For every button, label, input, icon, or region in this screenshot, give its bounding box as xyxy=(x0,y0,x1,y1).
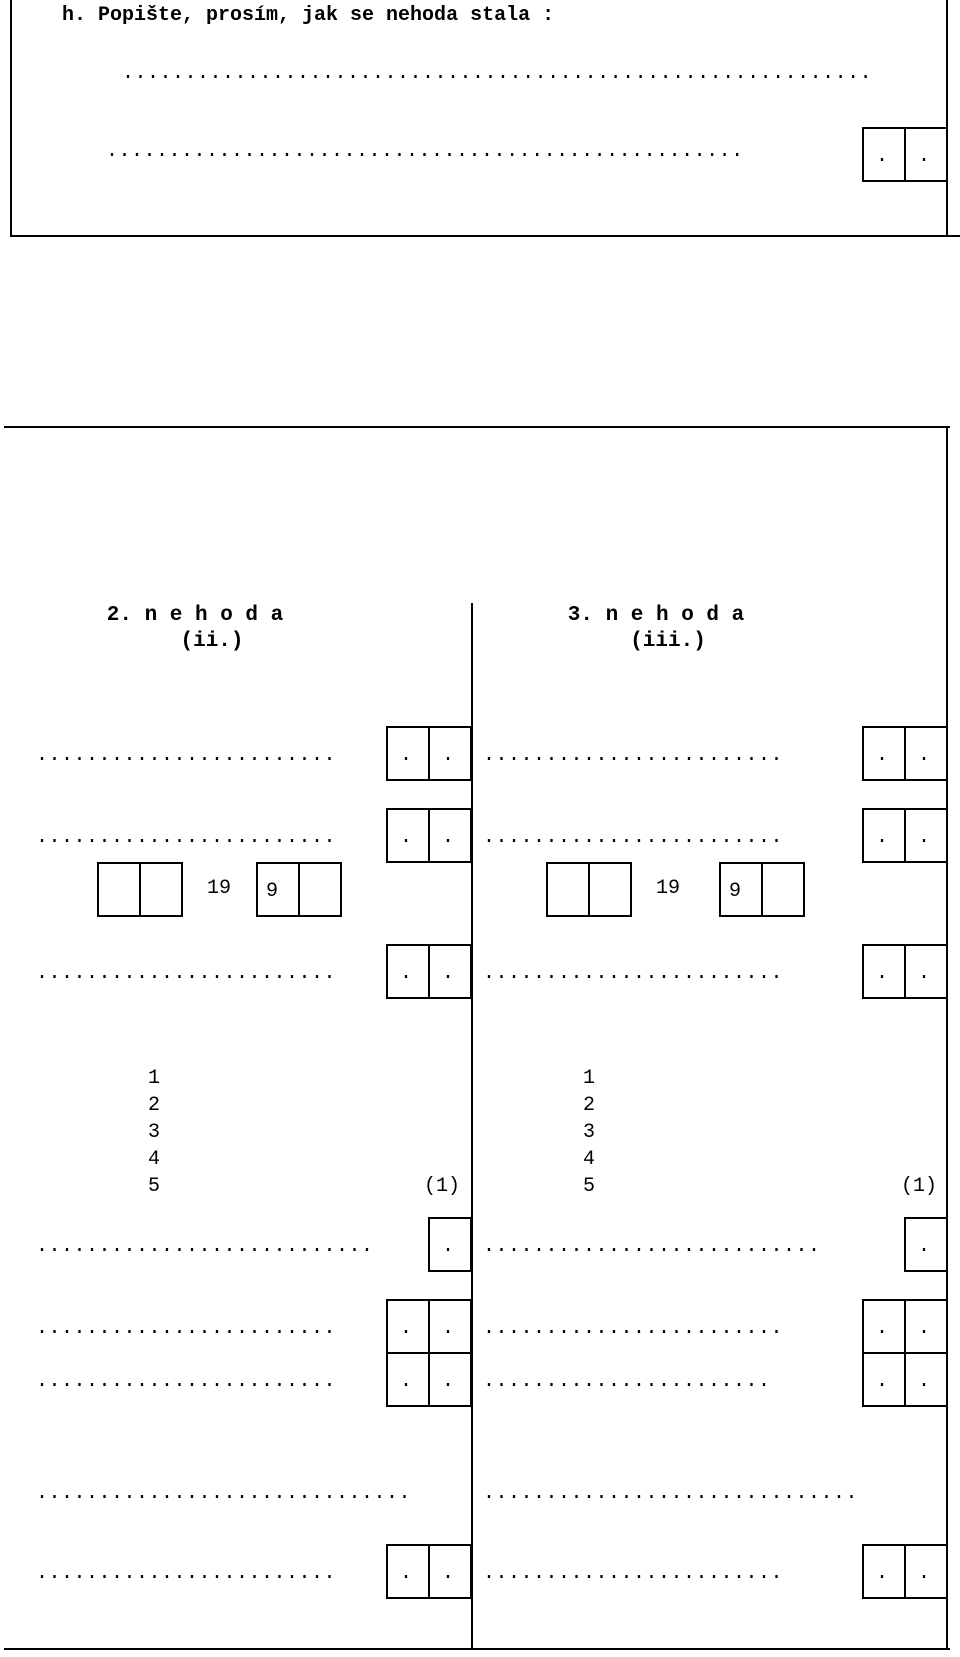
right-field-3[interactable]: ........................ xyxy=(483,962,784,985)
left-note: (1) xyxy=(424,1175,461,1198)
right-field-6-box-a[interactable]: . xyxy=(862,1352,906,1407)
left-field-1-box-a[interactable]: . xyxy=(386,726,430,781)
left-field-1-box-b[interactable]: . xyxy=(428,726,472,781)
section-h-right-border xyxy=(946,0,948,237)
right-column-title: 3. n e h o d a xyxy=(567,604,745,627)
right-note: (1) xyxy=(901,1175,938,1198)
left-field-5-box-b[interactable]: . xyxy=(428,1299,472,1354)
left-field-4[interactable]: ........................... xyxy=(36,1235,374,1258)
left-year-box-1[interactable]: 9 xyxy=(256,862,300,917)
lower-frame-right xyxy=(946,426,948,1650)
left-field-3-box-b[interactable]: . xyxy=(428,944,472,999)
right-option-3: 3 xyxy=(583,1121,596,1144)
left-day-box-1[interactable] xyxy=(97,862,141,917)
right-field-3-box-b[interactable]: . xyxy=(904,944,948,999)
left-field-2-box-b[interactable]: . xyxy=(428,808,472,863)
right-field-8-box-b[interactable]: . xyxy=(904,1544,948,1599)
right-field-2[interactable]: ........................ xyxy=(483,826,784,849)
left-year-prefix: 19 xyxy=(207,877,232,900)
right-day-box-1[interactable] xyxy=(546,862,590,917)
left-option-1: 1 xyxy=(148,1067,161,1090)
right-field-8-box-a[interactable]: . xyxy=(862,1544,906,1599)
right-field-2-box-b[interactable]: . xyxy=(904,808,948,863)
left-option-2: 2 xyxy=(148,1094,161,1117)
answer-line-2[interactable]: ........................................… xyxy=(106,140,744,163)
right-field-1[interactable]: ........................ xyxy=(483,744,784,767)
lower-frame-top xyxy=(4,426,950,428)
left-field-6-box-b[interactable]: . xyxy=(428,1352,472,1407)
left-field-2-box-a[interactable]: . xyxy=(386,808,430,863)
section-h-bottom-border xyxy=(10,235,960,237)
left-field-5-box-a[interactable]: . xyxy=(386,1299,430,1354)
left-field-4-box[interactable]: . xyxy=(428,1217,472,1272)
left-field-6-box-a[interactable]: . xyxy=(386,1352,430,1407)
right-option-1: 1 xyxy=(583,1067,596,1090)
right-field-4-box[interactable]: . xyxy=(904,1217,948,1272)
code-box-h-1[interactable]: . xyxy=(862,127,906,182)
right-field-5[interactable]: ........................ xyxy=(483,1317,784,1340)
right-day-box-2[interactable] xyxy=(588,862,632,917)
left-field-2[interactable]: ........................ xyxy=(36,826,337,849)
left-field-5[interactable]: ........................ xyxy=(36,1317,337,1340)
left-year-box-2[interactable] xyxy=(298,862,342,917)
section-h-left-border xyxy=(10,0,12,237)
left-option-4: 4 xyxy=(148,1148,161,1171)
right-option-4: 4 xyxy=(583,1148,596,1171)
column-divider xyxy=(471,603,473,1648)
left-column-subtitle: (ii.) xyxy=(180,630,244,653)
lower-frame-bottom xyxy=(4,1648,950,1650)
answer-line-1[interactable]: ........................................… xyxy=(122,62,873,85)
right-year-box-1[interactable]: 9 xyxy=(719,862,763,917)
right-field-5-box-a[interactable]: . xyxy=(862,1299,906,1354)
right-field-3-box-a[interactable]: . xyxy=(862,944,906,999)
right-field-5-box-b[interactable]: . xyxy=(904,1299,948,1354)
right-column-subtitle: (iii.) xyxy=(630,630,706,653)
left-field-8[interactable]: ........................ xyxy=(36,1562,337,1585)
left-field-3[interactable]: ........................ xyxy=(36,962,337,985)
right-field-6-box-b[interactable]: . xyxy=(904,1352,948,1407)
left-field-8-box-b[interactable]: . xyxy=(428,1544,472,1599)
left-column-title: 2. n e h o d a xyxy=(106,604,284,627)
left-field-1[interactable]: ........................ xyxy=(36,744,337,767)
left-field-3-box-a[interactable]: . xyxy=(386,944,430,999)
right-field-8[interactable]: ........................ xyxy=(483,1562,784,1585)
right-option-2: 2 xyxy=(583,1094,596,1117)
left-field-8-box-a[interactable]: . xyxy=(386,1544,430,1599)
left-day-box-2[interactable] xyxy=(139,862,183,917)
right-field-2-box-a[interactable]: . xyxy=(862,808,906,863)
right-year-box-2[interactable] xyxy=(761,862,805,917)
right-field-7[interactable]: .............................. xyxy=(483,1482,859,1505)
right-field-1-box-a[interactable]: . xyxy=(862,726,906,781)
left-option-5: 5 xyxy=(148,1175,161,1198)
right-option-5: 5 xyxy=(583,1175,596,1198)
right-field-6[interactable]: ....................... xyxy=(483,1370,771,1393)
left-field-7[interactable]: .............................. xyxy=(36,1482,412,1505)
left-field-6[interactable]: ........................ xyxy=(36,1370,337,1393)
code-box-h-2[interactable]: . xyxy=(904,127,948,182)
question-h: h. Popište, prosím, jak se nehoda stala … xyxy=(62,4,555,27)
left-option-3: 3 xyxy=(148,1121,161,1144)
right-field-4[interactable]: ........................... xyxy=(483,1235,821,1258)
right-field-1-box-b[interactable]: . xyxy=(904,726,948,781)
right-year-prefix: 19 xyxy=(656,877,681,900)
